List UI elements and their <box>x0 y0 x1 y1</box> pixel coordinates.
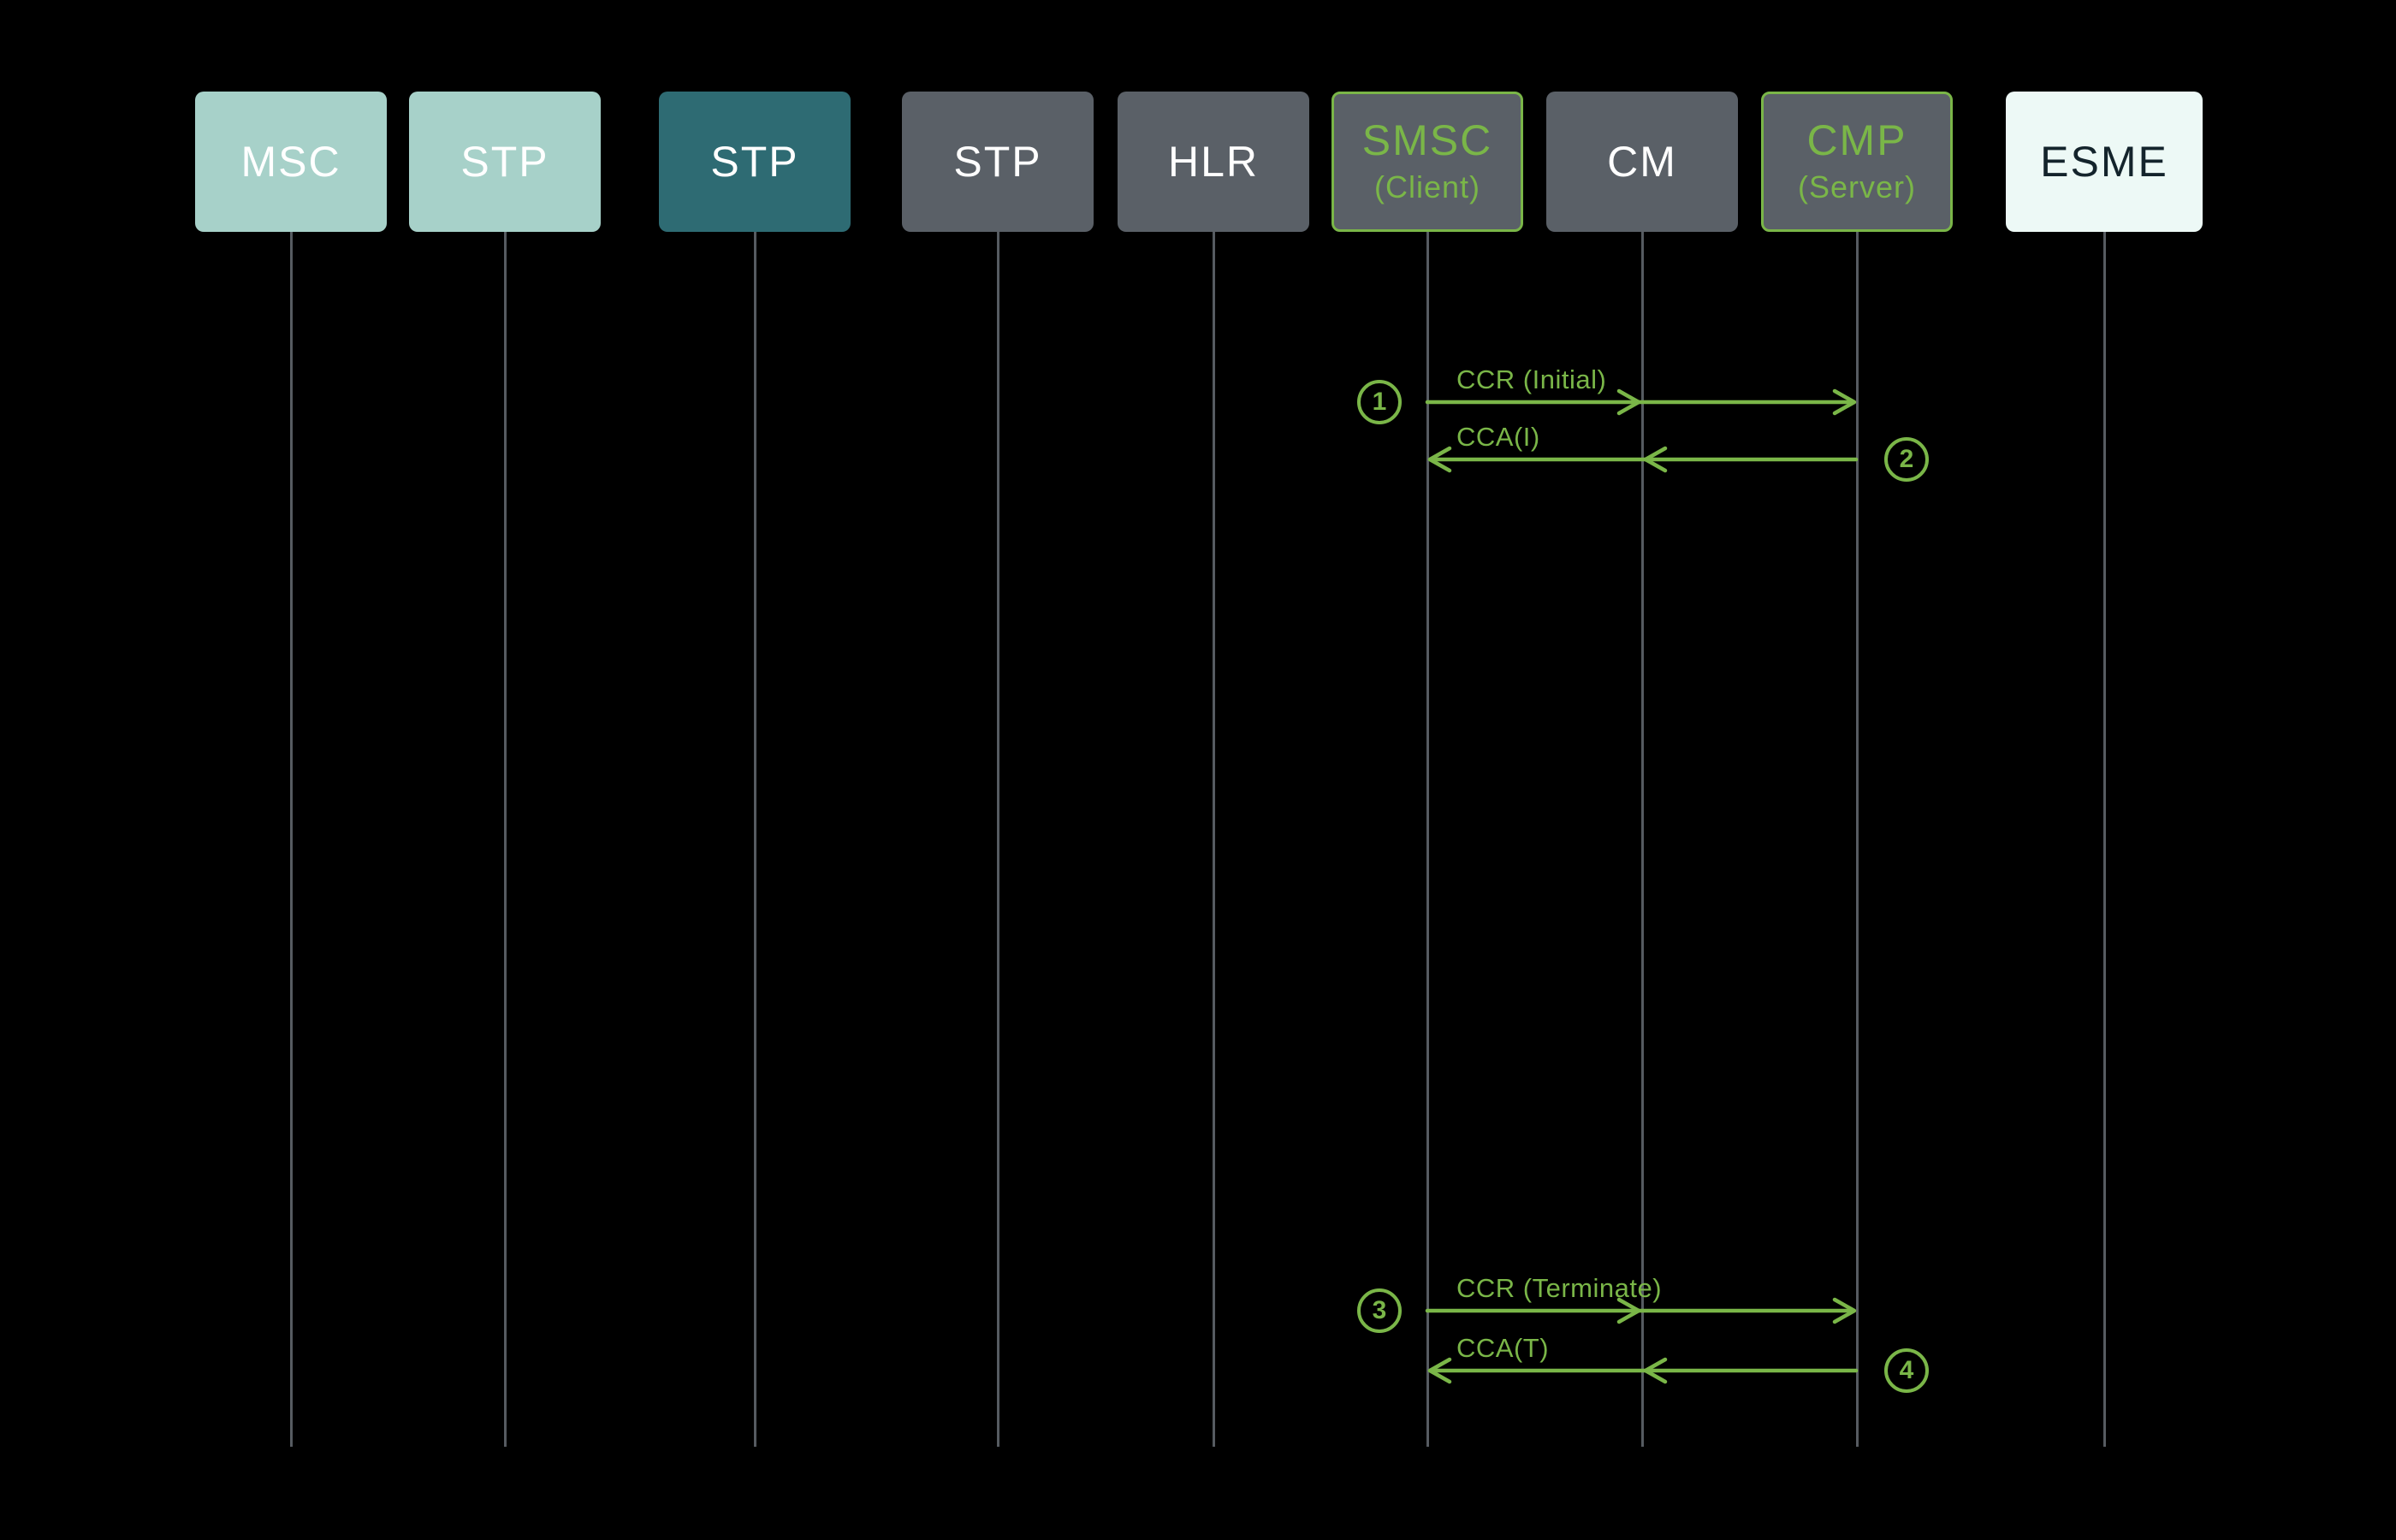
participant-label: CMP <box>1806 116 1907 164</box>
step-badge-3: 3 <box>1357 1288 1402 1333</box>
participant-label: MSC <box>240 137 341 186</box>
arrowhead-left-icon <box>1643 446 1668 473</box>
arrowhead-right-icon <box>1616 1297 1641 1324</box>
step-badge-2: 2 <box>1884 437 1929 482</box>
lifeline-smsc <box>1426 232 1429 1447</box>
participant-sublabel: (Client) <box>1373 169 1480 205</box>
message-label-2: CCA(I) <box>1456 422 1540 452</box>
lifeline-esme <box>2103 232 2106 1447</box>
arrowhead-right-icon <box>1832 1297 1857 1324</box>
arrowhead-left-icon <box>1427 446 1452 473</box>
participant-label: ESME <box>2040 137 2168 186</box>
lifeline-msc <box>290 232 293 1447</box>
participant-box-cm: CM <box>1546 92 1738 232</box>
message-label-4: CCA(T) <box>1456 1333 1550 1363</box>
participant-box-esme: ESME <box>2006 92 2203 232</box>
lifeline-cmp <box>1856 232 1859 1447</box>
participant-label: CM <box>1607 137 1677 186</box>
participant-label: HLR <box>1167 137 1260 186</box>
arrowhead-right-icon <box>1616 388 1641 416</box>
participant-label: SMSC <box>1361 116 1493 164</box>
lifeline-stp-2 <box>754 232 756 1447</box>
arrowhead-left-icon <box>1427 1357 1452 1384</box>
participant-label: STP <box>953 137 1042 186</box>
lifeline-stp-3 <box>997 232 999 1447</box>
participant-label: STP <box>710 137 799 186</box>
message-label-1: CCR (Initial) <box>1456 364 1607 394</box>
arrowhead-right-icon <box>1832 388 1857 416</box>
participant-box-msc: MSC <box>195 92 387 232</box>
step-badge-1: 1 <box>1357 380 1402 424</box>
lifeline-hlr <box>1213 232 1215 1447</box>
participant-box-hlr: HLR <box>1118 92 1309 232</box>
participant-box-stp-3: STP <box>902 92 1094 232</box>
participant-box-stp-2: STP <box>659 92 851 232</box>
message-label-3: CCR (Terminate) <box>1456 1273 1663 1303</box>
lifeline-stp-1 <box>504 232 507 1447</box>
participant-box-smsc-client: SMSC (Client) <box>1331 92 1523 232</box>
participant-box-cmp-server: CMP (Server) <box>1761 92 1953 232</box>
step-badge-4: 4 <box>1884 1348 1929 1393</box>
arrowhead-left-icon <box>1643 1357 1668 1384</box>
lifeline-cm <box>1641 232 1644 1447</box>
participant-sublabel: (Server) <box>1797 169 1916 205</box>
participant-label: STP <box>460 137 549 186</box>
participant-box-stp-1: STP <box>409 92 601 232</box>
